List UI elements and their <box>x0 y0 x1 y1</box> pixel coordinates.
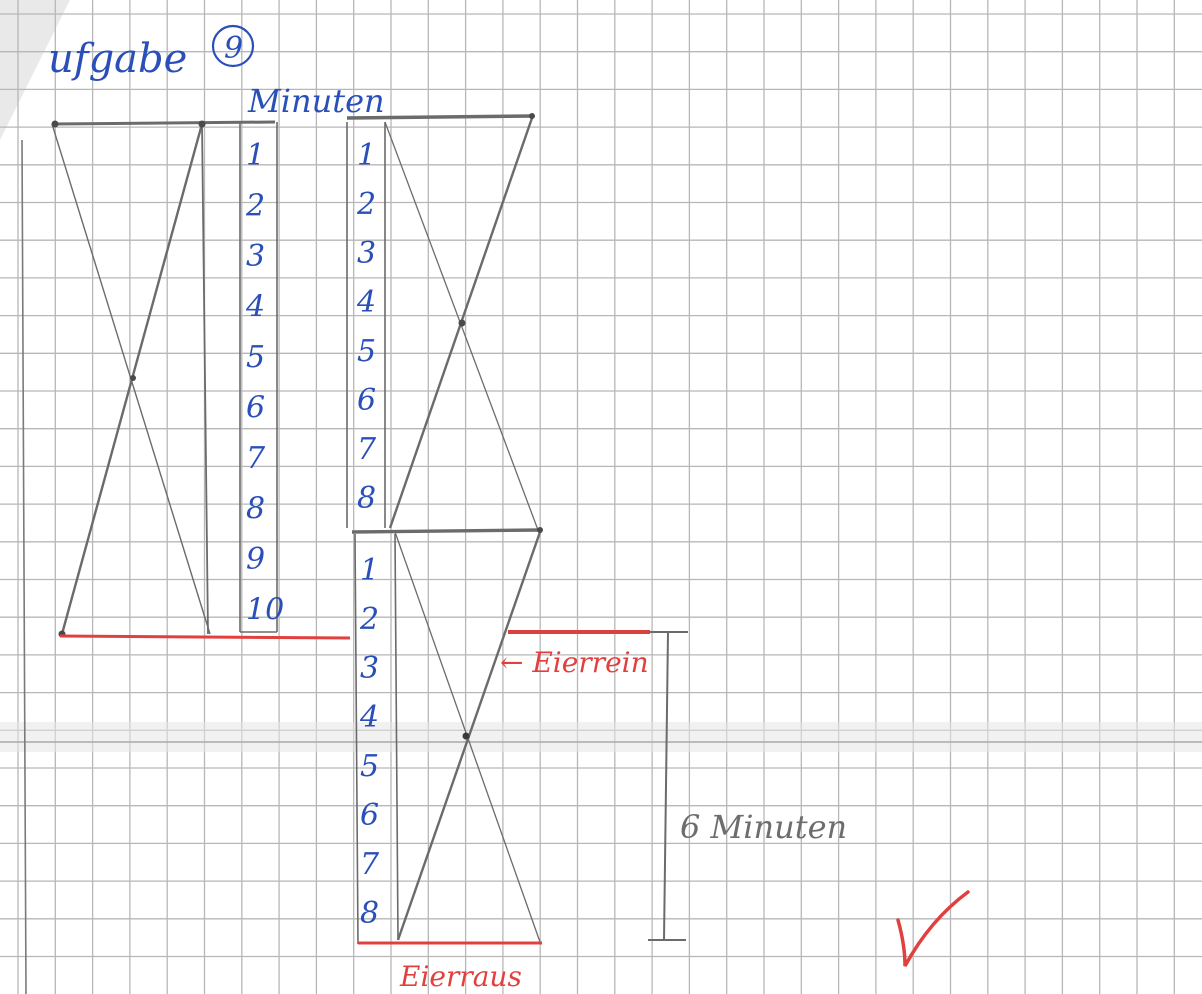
check-mark-icon <box>896 890 970 967</box>
column-header: Minuten <box>247 82 385 120</box>
left-baseline-red <box>59 634 351 640</box>
minute-number: 6 <box>357 383 376 418</box>
minute-number: 7 <box>360 847 380 882</box>
minute-number: 7 <box>357 432 377 467</box>
middle-divider <box>351 528 541 534</box>
minute-number: 7 <box>246 441 266 476</box>
minute-number: 6 <box>360 798 379 833</box>
hourglass-8-minutes-first <box>346 113 539 531</box>
eggs-out-label: Eierraus <box>399 960 522 993</box>
minutes-column-left: 1 2 3 4 5 6 7 8 9 10 <box>245 138 284 628</box>
minute-number: 8 <box>360 896 379 931</box>
minute-number: 5 <box>246 340 265 375</box>
margin-line <box>21 139 27 994</box>
heading-number: 9 <box>224 31 243 66</box>
minute-number: 8 <box>246 492 265 527</box>
minute-number: 1 <box>246 138 265 173</box>
hourglass-10-minutes <box>51 120 278 638</box>
minute-number: 6 <box>246 391 265 426</box>
minute-number: 4 <box>359 700 379 735</box>
fold-shadow <box>0 722 1202 752</box>
minute-number: 4 <box>356 285 376 320</box>
minute-number: 5 <box>357 334 376 369</box>
minute-number: 2 <box>356 187 376 222</box>
heading-number-circle <box>211 24 255 68</box>
duration-bracket <box>648 631 688 941</box>
minute-number: 3 <box>357 236 376 271</box>
minutes-column-right-top: 1 2 3 4 5 6 7 8 <box>356 138 377 516</box>
minute-number: 5 <box>360 749 379 784</box>
minute-number: 2 <box>359 602 379 637</box>
minute-number: 2 <box>245 189 265 224</box>
heading-title: ufgabe <box>48 36 187 82</box>
eggs-in-label: ← Eierrein <box>500 646 649 679</box>
minute-number: 8 <box>357 481 376 516</box>
minute-number: 1 <box>357 138 376 173</box>
hourglass-8-minutes-second <box>354 527 543 945</box>
minute-number: 4 <box>245 290 265 325</box>
minute-number: 10 <box>246 593 284 628</box>
minute-number: 9 <box>246 542 265 577</box>
minute-number: 3 <box>246 239 265 274</box>
minutes-column-right-bottom: 1 2 3 4 5 6 7 8 <box>359 553 380 931</box>
minute-number: 3 <box>360 651 379 686</box>
duration-label: 6 Minuten <box>680 808 847 846</box>
minute-number: 1 <box>360 553 379 588</box>
